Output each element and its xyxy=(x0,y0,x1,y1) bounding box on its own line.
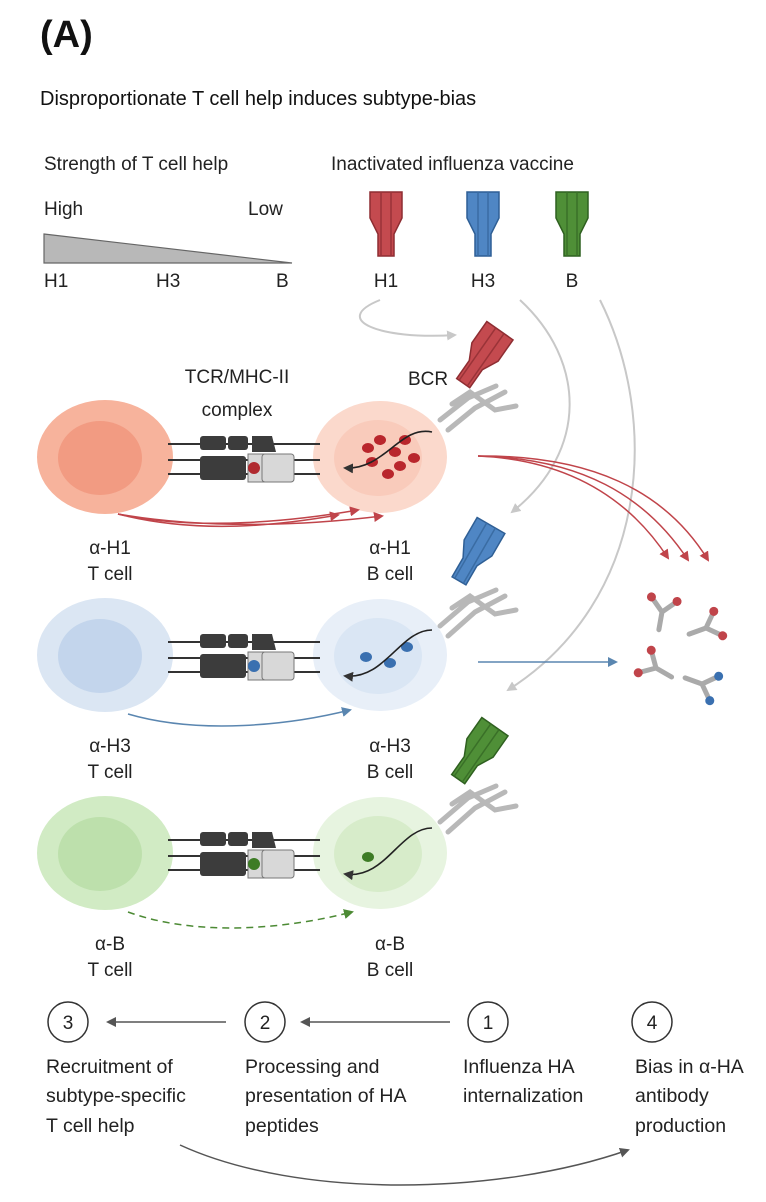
t-cell-h3-label-line1: α-H3 xyxy=(89,736,131,757)
step-2-number: 2 xyxy=(260,1013,271,1034)
h1-peptides xyxy=(362,435,420,479)
step-2-badge: 2 xyxy=(244,1001,286,1043)
b-cell-h1-label-line1: α-H1 xyxy=(369,538,411,559)
tcr-mhc-label-line2: complex xyxy=(201,400,273,421)
step-1-line-2: internalization xyxy=(463,1085,584,1108)
step-2-line-2: presentation of HA xyxy=(245,1085,407,1108)
h1-internalization-path xyxy=(343,430,433,474)
h3-help-arrow xyxy=(127,707,352,727)
bcr-bound-h1-ha-icon xyxy=(455,320,515,389)
t-cell-h1-label-line1: α-H1 xyxy=(89,538,131,559)
vaccine-h1-icon xyxy=(369,191,403,257)
h1-antibody-arrow-2 xyxy=(477,455,690,562)
bcr-bound-h3-ha-icon xyxy=(451,516,506,586)
step-3-line-1: Recruitment of xyxy=(46,1056,173,1078)
vaccine-label-h1: H1 xyxy=(373,271,399,292)
h1-help-arrow-3 xyxy=(117,511,340,528)
vaccine-b-icon xyxy=(555,191,589,257)
h1-internalization-arrow xyxy=(358,299,457,341)
step-1-number: 1 xyxy=(483,1013,494,1034)
strength-tick-b: B xyxy=(276,271,289,292)
antibody-red-2 xyxy=(686,606,728,641)
step-3-badge: 3 xyxy=(47,1001,89,1043)
step-4-badge: 4 xyxy=(631,1001,673,1043)
bcr-b xyxy=(437,783,519,835)
t-cell-h1-label-line2: T cell xyxy=(87,564,133,585)
bcr-h1 xyxy=(437,383,519,433)
tcr-mhc-complex-b xyxy=(168,832,320,879)
step-2-line-3: peptides xyxy=(245,1114,319,1137)
b-internalization-path xyxy=(343,827,433,881)
h3-peptides xyxy=(360,642,413,668)
tcr-mhc-complex-h1 xyxy=(168,436,320,483)
b-cell-h3-label-line2: B cell xyxy=(366,762,414,783)
antibody-cluster xyxy=(633,592,728,706)
tcr-mhc-complex-h3 xyxy=(168,634,320,681)
tcr-mhc-label-line1: TCR/MHC-II xyxy=(184,367,290,388)
antibody-red-1 xyxy=(646,592,682,633)
step-4-number: 4 xyxy=(647,1013,658,1034)
b-peptide xyxy=(362,852,374,862)
b-cell-h1-label-line2: B cell xyxy=(366,564,414,585)
vaccine-h3-icon xyxy=(466,191,500,257)
step-1-badge: 1 xyxy=(467,1001,509,1043)
t-cell-b-label-line2: T cell xyxy=(87,960,133,981)
vaccine-heading: Inactivated influenza vaccine xyxy=(331,154,574,175)
strength-low-label: Low xyxy=(248,199,283,220)
b-cell-h3 xyxy=(313,599,447,711)
step-4-line-3: production xyxy=(635,1114,727,1137)
step-4-text: Bias in α-HA antibody production xyxy=(635,1053,744,1141)
step-3-line-3: T cell help xyxy=(46,1114,135,1137)
b-cell-b xyxy=(313,797,447,909)
step-4-line-1: Bias in α-HA xyxy=(635,1056,744,1078)
vaccine-label-h3: H3 xyxy=(470,271,496,292)
b-cell-b-label-line1: α-B xyxy=(375,934,405,955)
b-cell-b-label-line2: B cell xyxy=(366,960,414,981)
h1-antibody-arrow-3 xyxy=(477,455,710,562)
step-2-text: Processing and presentation of HA peptid… xyxy=(245,1053,407,1141)
b-cell-h3-label-line1: α-H3 xyxy=(369,736,411,757)
b-internalization-arrow xyxy=(506,299,636,692)
figure-title: Disproportionate T cell help induces sub… xyxy=(40,88,477,110)
strength-tick-h1: H1 xyxy=(44,271,69,292)
step-4-line-2: antibody xyxy=(635,1085,709,1108)
step-1-line-1: Influenza HA xyxy=(463,1056,575,1078)
strength-gradient-wedge xyxy=(43,233,293,264)
t-cell-h1 xyxy=(37,400,173,514)
h3-internalization-path xyxy=(343,629,433,682)
t-cell-b xyxy=(37,796,173,910)
panel-label: (A) xyxy=(40,14,93,56)
t-cell-h3-label-line2: T cell xyxy=(87,762,133,783)
bcr-label: BCR xyxy=(408,369,449,390)
step-2-line-1: Processing and xyxy=(245,1056,380,1078)
step-3-to-4-arrow xyxy=(179,1144,630,1186)
t-cell-b-label-line1: α-B xyxy=(95,934,125,955)
h1-help-arrow-2 xyxy=(117,512,384,526)
bcr-h3 xyxy=(437,587,519,639)
strength-tick-h3: H3 xyxy=(156,271,181,292)
b-help-arrow-dashed xyxy=(127,909,354,929)
step-3-line-2: subtype-specific xyxy=(46,1085,186,1108)
bcr-bound-b-ha-icon xyxy=(450,716,510,785)
step-3-number: 3 xyxy=(63,1013,74,1034)
step-1-text: Influenza HA internalization xyxy=(463,1053,583,1112)
antibody-red-3 xyxy=(633,645,675,680)
strength-heading: Strength of T cell help xyxy=(44,154,229,175)
antibody-blue xyxy=(682,671,724,706)
h3-internalization-arrow xyxy=(510,299,571,514)
t-cell-h3 xyxy=(37,598,173,712)
step-3-text: Recruitment of subtype-specific T cell h… xyxy=(46,1053,186,1141)
strength-high-label: High xyxy=(44,199,84,220)
h1-antibody-arrow-1 xyxy=(477,455,670,560)
vaccine-label-b: B xyxy=(565,271,579,292)
